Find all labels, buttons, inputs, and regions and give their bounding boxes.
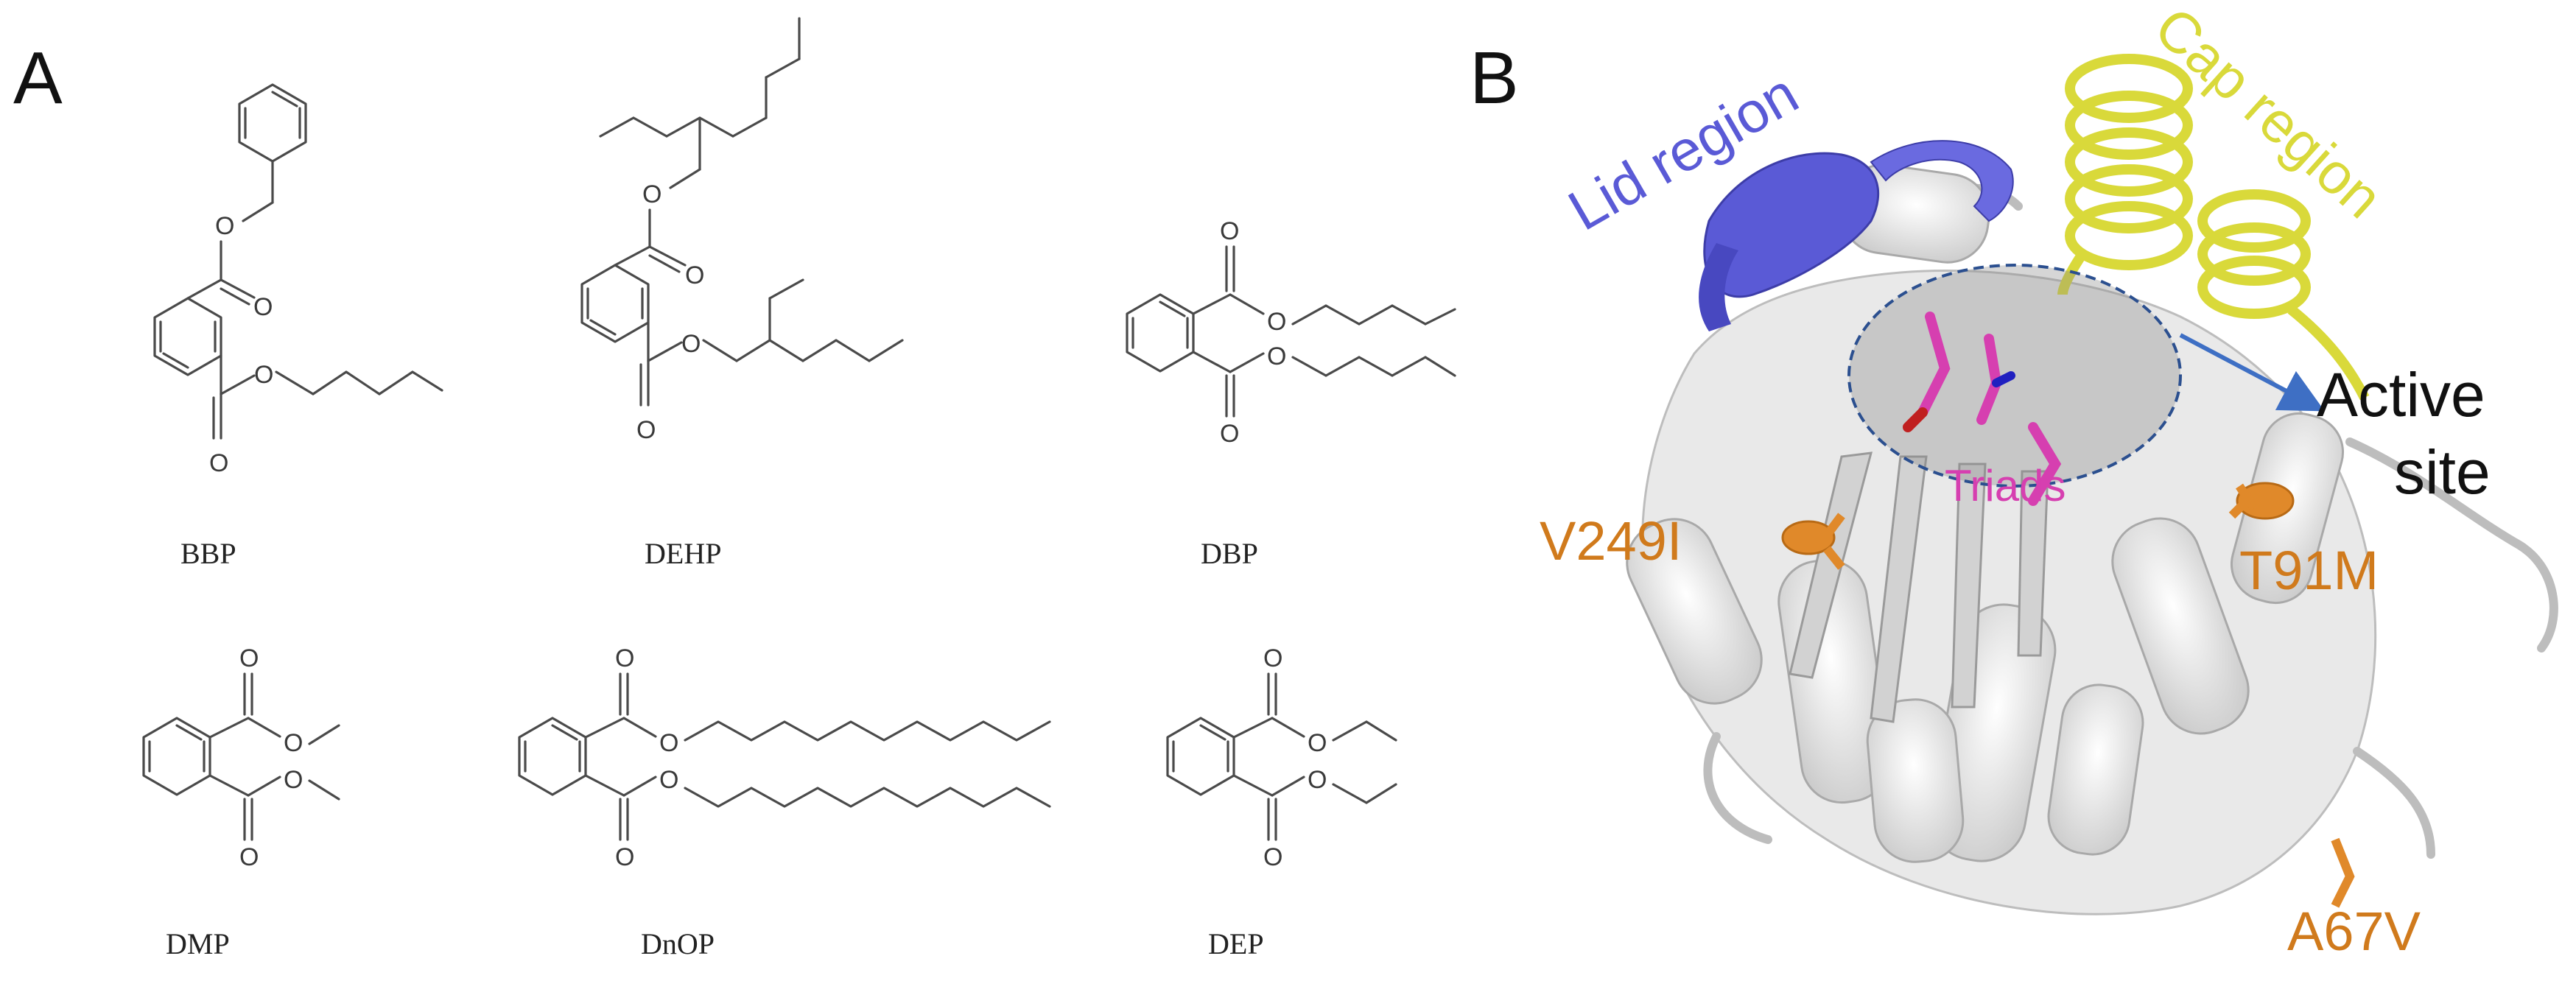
- dbp-oxygen-2: O: [1267, 308, 1286, 336]
- molecule-dehp: O O O O DEHP: [580, 17, 904, 570]
- bbp-oxygen-1: O: [215, 212, 234, 240]
- dnop-oxygen-1: O: [615, 644, 634, 672]
- mutation-label-a67v: A67V: [2287, 901, 2421, 962]
- lid-region-helix: [1699, 140, 2014, 331]
- dnop-oxygen-3: O: [659, 766, 678, 794]
- bbp-oxygen-4: O: [209, 449, 228, 477]
- protein-structure: [1626, 54, 2558, 915]
- dnop-oxygen-2: O: [659, 729, 678, 757]
- molecule-dbp: O O O O DBP: [1126, 217, 1456, 570]
- molecule-dmp: O O O O DMP: [142, 644, 340, 960]
- molecule-dnop: O O O O DnOP: [518, 644, 1051, 960]
- dehp-oxygen-2: O: [685, 261, 704, 289]
- active-site-label-line1: Active: [2317, 360, 2485, 429]
- dbp-oxygen-1: O: [1220, 217, 1239, 245]
- molecule-name: DnOP: [641, 927, 715, 960]
- molecule-name: DEHP: [645, 537, 721, 570]
- molecule-bbp: O O O O BBP: [153, 83, 443, 570]
- bbp-oxygen-2: O: [253, 293, 273, 321]
- dep-oxygen-1: O: [1263, 644, 1282, 672]
- dep-oxygen-4: O: [1263, 843, 1282, 871]
- active-site-arrow: [2179, 333, 2325, 412]
- molecule-name: DEP: [1208, 927, 1264, 960]
- dehp-oxygen-4: O: [636, 416, 656, 444]
- dmp-oxygen-2: O: [284, 729, 303, 757]
- dmp-oxygen-4: O: [239, 843, 259, 871]
- cap-region-helix: [2057, 54, 2370, 401]
- molecule-name: DBP: [1201, 537, 1258, 570]
- molecule-name: DMP: [166, 927, 230, 960]
- dmp-oxygen-3: O: [284, 766, 303, 794]
- dbp-oxygen-4: O: [1220, 420, 1239, 448]
- dmp-oxygen-1: O: [239, 644, 259, 672]
- dbp-oxygen-3: O: [1267, 342, 1286, 370]
- triad-residues: [1903, 312, 2062, 506]
- molecule-name: BBP: [180, 537, 236, 570]
- mutation-label-t91m: T91M: [2239, 540, 2379, 601]
- panel-a-letter: A: [13, 37, 63, 119]
- mutation-label-v249i: V249I: [1540, 510, 1682, 572]
- dnop-oxygen-4: O: [615, 843, 634, 871]
- panel-b-letter: B: [1470, 37, 1519, 119]
- bbp-oxygen-3: O: [254, 361, 273, 389]
- dep-oxygen-2: O: [1308, 729, 1327, 757]
- dehp-oxygen-1: O: [642, 180, 661, 208]
- molecule-dep: O O O O DEP: [1166, 644, 1397, 960]
- dehp-oxygen-3: O: [681, 330, 701, 358]
- dep-oxygen-3: O: [1308, 766, 1327, 794]
- triads-label: Triads: [1945, 461, 2066, 510]
- mutation-sites: [1781, 482, 2355, 908]
- active-site-label-line2: site: [2394, 437, 2491, 507]
